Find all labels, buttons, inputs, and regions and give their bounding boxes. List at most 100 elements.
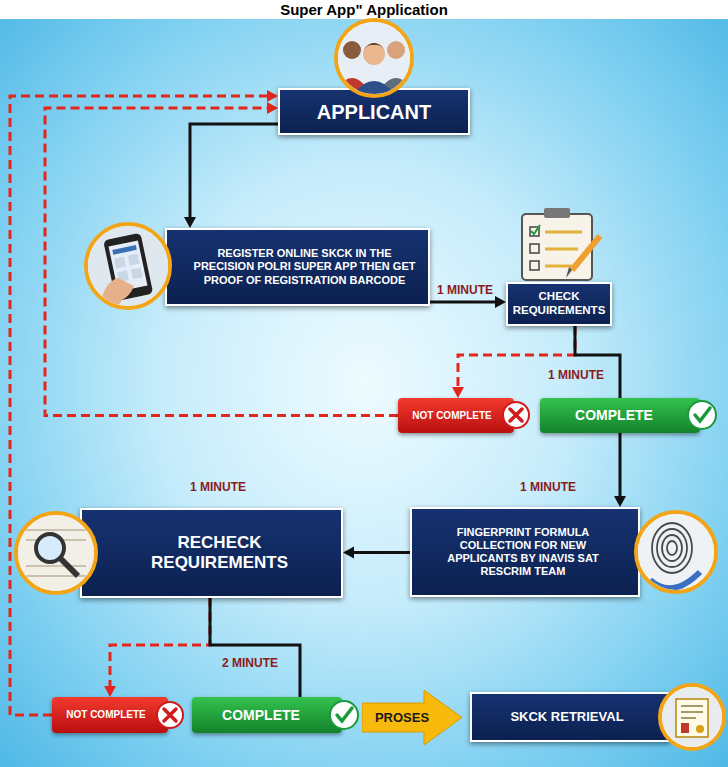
figure-part (350, 81, 398, 98)
figure-part (128, 254, 140, 266)
process-box: FINGERPRINT FORMULA COLLECTION FOR NEW A… (410, 507, 640, 597)
figure-part (545, 265, 572, 268)
time-label: 1 MINUTE (190, 480, 246, 494)
connector-line (430, 301, 498, 304)
figure-part (88, 226, 168, 306)
figure-part (36, 534, 64, 562)
figure-part (343, 41, 361, 59)
figure-part (676, 699, 708, 737)
figure-part (26, 565, 86, 567)
figure-part (650, 572, 700, 588)
figure-part (652, 523, 692, 573)
figure-part (662, 535, 682, 561)
node-text: RECHECK REQUIREMENTS (135, 533, 305, 574)
figure-part (510, 409, 522, 421)
figure-part (660, 685, 724, 749)
figure-part (16, 513, 96, 593)
check-badge (330, 701, 358, 729)
time-label: 1 MINUTE (548, 368, 604, 382)
process-arrow: PROSES (362, 690, 462, 745)
flow-connector (614, 433, 626, 507)
clipboard-icon (522, 208, 600, 280)
start-box: APPLICANT (278, 88, 470, 135)
figure-part (337, 708, 352, 721)
figure-part (636, 512, 716, 592)
figure-part (117, 270, 129, 282)
figure-part (26, 575, 86, 577)
figure-part (688, 401, 716, 429)
figure-part (681, 717, 696, 719)
figure-part (336, 20, 412, 96)
return-connector (104, 598, 210, 697)
flow-connector (343, 547, 410, 559)
figure-part (332, 20, 416, 98)
figure-part (662, 687, 722, 747)
figure-part (636, 512, 716, 592)
figure-part (330, 701, 358, 729)
node-text: COMPLETE (222, 707, 300, 724)
figure-part (522, 214, 592, 280)
node-text: CHECK REQUIREMENTS (512, 290, 606, 318)
node-text: PROSES (375, 710, 429, 726)
figure-part (681, 711, 703, 713)
check-box: RECHECK REQUIREMENTS (80, 508, 343, 598)
figure-part (636, 512, 716, 592)
figure-part (530, 227, 539, 236)
arrowhead (495, 296, 506, 308)
reject-button: NOT COMPLETE (398, 398, 514, 433)
figure-part (695, 408, 710, 421)
time-label: 2 MINUTE (222, 656, 278, 670)
node-text: COMPLETE (575, 407, 653, 424)
figure-part (109, 240, 148, 291)
figure-part (530, 244, 539, 253)
figure-part (681, 723, 689, 733)
page-title: Super App" Application (0, 1, 728, 18)
connector-line (190, 124, 278, 220)
arrowhead (184, 217, 196, 228)
figure-part (363, 43, 385, 50)
figure-part (545, 231, 582, 234)
node-text: SKCK RETRIEVAL (510, 709, 623, 725)
figure-part (503, 402, 529, 428)
cross-badge (503, 402, 529, 428)
certificate-icon (660, 685, 724, 749)
figure-part (114, 257, 126, 269)
accept-button: COMPLETE (192, 697, 342, 733)
figure-part (572, 236, 600, 270)
arrow-shape-fill (362, 690, 462, 745)
figure-part (530, 261, 539, 270)
figure-part (100, 278, 134, 306)
time-label: 1 MINUTE (520, 480, 576, 494)
reject-button: NOT COMPLETE (52, 697, 168, 733)
connector-line (110, 598, 210, 689)
figure-part (16, 513, 96, 593)
connector-line (575, 326, 620, 398)
figure-part (26, 529, 86, 531)
flow-connector (184, 124, 278, 228)
process-box: REGISTER ONLINE SKCK IN THE PRECISION PO… (165, 228, 430, 306)
node-text: NOT COMPLETE (66, 709, 145, 721)
figure-part (164, 709, 176, 721)
check-box: CHECK REQUIREMENTS (506, 282, 612, 326)
fingerprint-icon (636, 512, 716, 592)
arrowhead (343, 547, 354, 559)
figure-part (332, 78, 372, 96)
cross-badge (157, 702, 183, 728)
time-label: 1 MINUTE (437, 283, 493, 297)
connector-line (10, 96, 270, 715)
figure-part (387, 41, 405, 59)
figure-part (566, 267, 572, 278)
figure-part (662, 687, 722, 747)
node-text: FINGERPRINT FORMULA COLLECTION FOR NEW A… (424, 526, 622, 579)
node-text: APPLICANT (317, 100, 431, 124)
figure-part (131, 267, 143, 279)
figure-part (681, 705, 703, 707)
figure-part (696, 725, 704, 733)
return-connector (10, 90, 278, 715)
connector-line (619, 433, 622, 499)
arrowhead (267, 102, 278, 114)
magnifier-icon (16, 513, 96, 593)
arrowhead (104, 686, 116, 697)
applicant-icon (332, 20, 416, 98)
